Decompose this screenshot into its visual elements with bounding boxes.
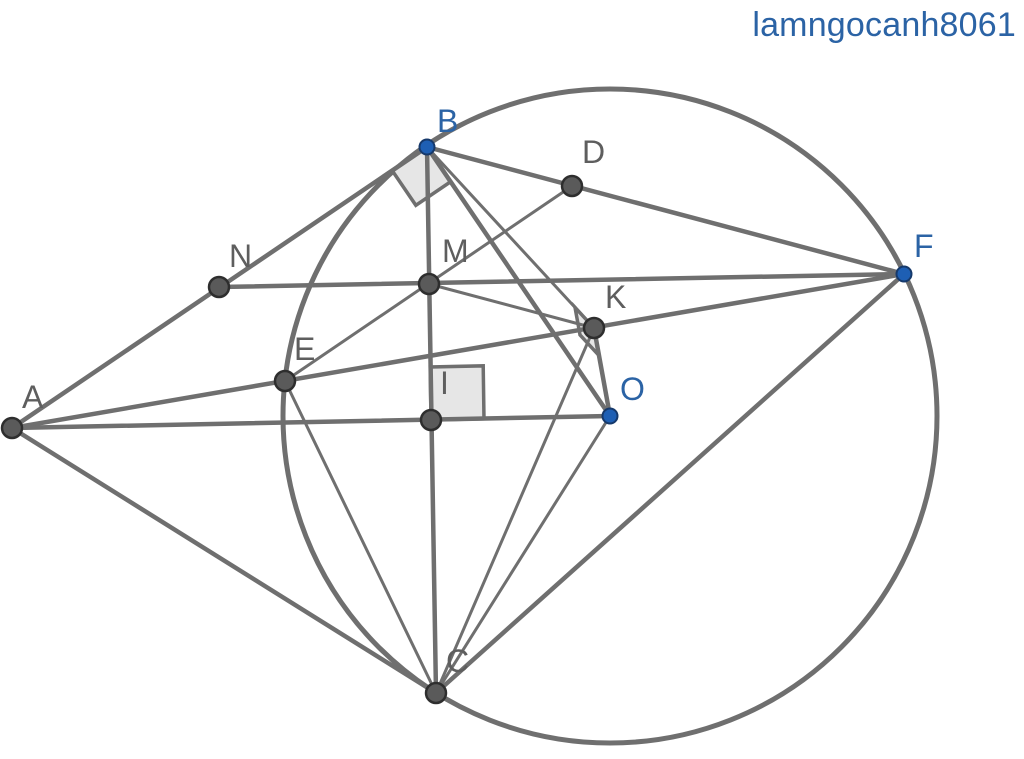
segment-af	[9, 271, 907, 431]
point-e	[273, 369, 297, 393]
segment-ac	[9, 425, 439, 696]
point-b	[418, 138, 436, 156]
circumcircle	[280, 86, 940, 746]
segment-bf	[424, 144, 907, 277]
label-f: F	[914, 228, 934, 264]
segment-mk	[427, 282, 596, 330]
segment-ko	[591, 325, 613, 419]
segment-ec	[283, 379, 438, 695]
point-m	[417, 272, 441, 296]
point-a	[0, 416, 24, 440]
label-layer: A B C D E F I K M N O	[22, 103, 934, 679]
watermark-text: lamngocanh8061	[752, 6, 1016, 44]
point-f	[895, 265, 913, 283]
label-i: I	[440, 365, 449, 401]
label-b: B	[437, 103, 458, 139]
label-n: N	[229, 238, 252, 274]
label-c: C	[446, 643, 469, 679]
segment-kc	[434, 326, 596, 695]
segment-layer	[9, 144, 907, 696]
right-angle-mark-b	[389, 144, 454, 208]
label-a: A	[22, 379, 44, 415]
point-d	[560, 174, 584, 198]
label-m: M	[442, 233, 469, 269]
point-k	[582, 316, 606, 340]
label-e: E	[294, 331, 315, 367]
point-n	[207, 275, 231, 299]
point-c	[424, 681, 448, 705]
label-o: O	[620, 371, 645, 407]
segment-ao	[9, 413, 613, 431]
label-k: K	[605, 279, 626, 315]
segment-oc	[434, 414, 612, 695]
point-o	[601, 407, 619, 425]
circle-layer	[280, 86, 940, 746]
segment-bk	[425, 145, 596, 330]
segment-nf	[216, 271, 907, 290]
segment-cf	[433, 271, 907, 696]
point-layer	[0, 138, 913, 705]
point-i	[419, 408, 443, 432]
label-d: D	[582, 134, 605, 170]
